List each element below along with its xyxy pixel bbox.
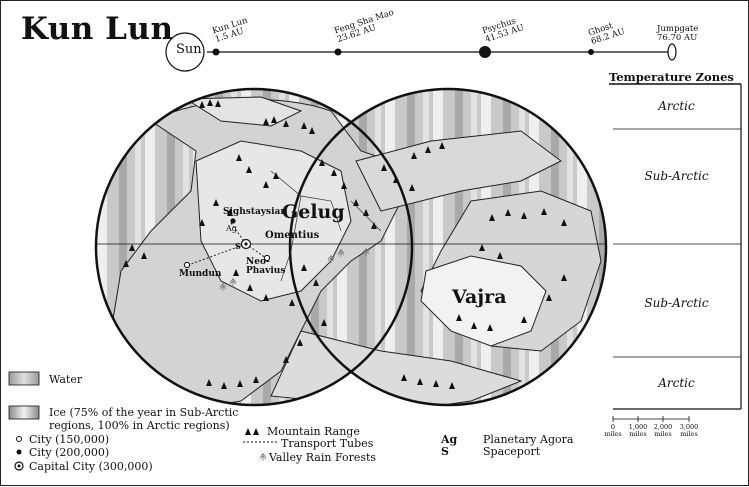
legend-capital: Capital City (300,000) (29, 460, 153, 473)
city-label: Mundun (179, 269, 222, 279)
scale-label: 2,000 miles (653, 423, 673, 438)
jumpgate-marker (667, 43, 677, 61)
scale-label: 1,000 miles (628, 423, 648, 438)
legend-forest: Valley Rain Forests (269, 451, 377, 464)
planet-ghost (588, 49, 594, 55)
city-medium-symbol (16, 449, 22, 455)
legend-mountain: Mountain Range (267, 425, 360, 438)
map-title: Kun Lun (21, 11, 174, 47)
spaceport-marker: S (235, 241, 241, 251)
legend-water: Water (49, 373, 83, 386)
city-small-symbol (16, 436, 22, 442)
globe-east-outline (288, 87, 608, 407)
region-label-gelug: Gelug (282, 201, 345, 223)
legend-spaceport-code: S (441, 445, 449, 458)
sun-label: Sun (176, 42, 202, 57)
forest-symbol (259, 452, 267, 462)
mountain-symbol (245, 428, 259, 435)
agora-marker: Ag (226, 224, 237, 233)
globe-west-outline (94, 87, 414, 407)
planet-map (96, 89, 606, 405)
region-label-vajra: Vajra (452, 286, 507, 308)
legend-tubes: Transport Tubes (281, 437, 374, 450)
city-label: Sighstaysian (223, 207, 287, 217)
water-swatch (8, 371, 40, 386)
planet-kun-lun (212, 48, 220, 56)
temperature-zones-title: Temperature Zones (609, 70, 734, 84)
city-label: Neo-Phavius (246, 257, 286, 276)
legend-agora: Planetary Agora (483, 433, 574, 446)
zone-label: Sub-Arctic (644, 169, 709, 183)
zone-label: Sub-Arctic (644, 296, 709, 310)
ice-swatch (8, 405, 40, 420)
sun-circle (165, 32, 205, 72)
capital-symbol-dot (17, 464, 21, 468)
zone-label: Arctic (658, 99, 695, 113)
scale-label: 0 miles (604, 423, 622, 438)
legend-ice: Ice (75% of the year in Sub-Arctic regio… (49, 406, 239, 432)
legend-city-medium: City (200,000) (29, 446, 110, 459)
planet-feng-sha-mao (334, 48, 342, 56)
zone-label: Arctic (658, 376, 695, 390)
legend-city-small: City (150,000) (29, 433, 110, 446)
legend-spaceport: Spaceport (483, 445, 541, 458)
scale-label: 3,000 miles (679, 423, 699, 438)
capital-label: Omentius (265, 230, 320, 241)
planet-psychus (479, 46, 491, 58)
legend-agora-code: Ag (441, 433, 458, 446)
